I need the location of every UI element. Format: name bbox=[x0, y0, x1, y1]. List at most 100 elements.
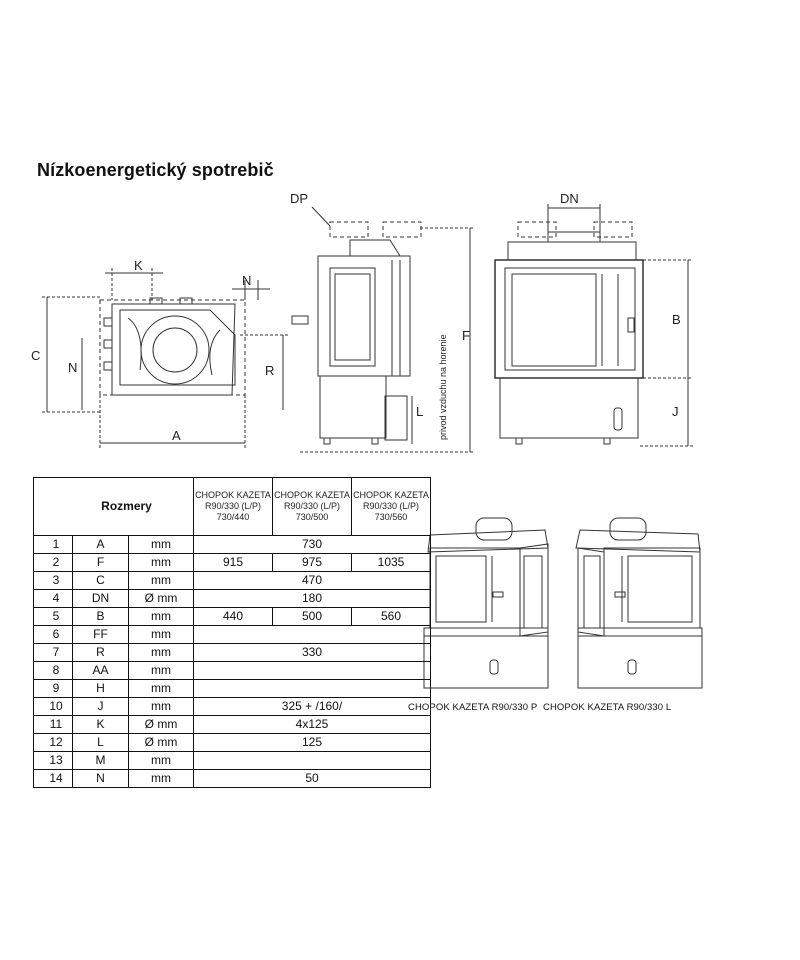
row-unit: mm bbox=[128, 751, 194, 770]
row-number: 12 bbox=[33, 733, 73, 752]
row-value: 975 bbox=[272, 553, 352, 572]
table-row: 10 J mm 325 + /160/ bbox=[33, 697, 431, 716]
row-symbol: DN bbox=[72, 589, 129, 608]
dimensions-table: Rozmery CHOPOK KAZETA R90/330 (L/P) 730/… bbox=[33, 477, 431, 788]
air-supply-label: privod vzduchu na horenie bbox=[438, 334, 448, 440]
table-row: 12 L Ø mm 125 bbox=[33, 733, 431, 752]
table-header-row: Rozmery CHOPOK KAZETA R90/330 (L/P) 730/… bbox=[33, 477, 431, 536]
table-header-label: Rozmery bbox=[33, 477, 194, 536]
row-value: 125 bbox=[193, 733, 431, 752]
row-unit: mm bbox=[128, 697, 194, 716]
row-value: 500 bbox=[272, 607, 352, 626]
row-symbol: AA bbox=[72, 661, 129, 680]
row-unit: mm bbox=[128, 571, 194, 590]
row-value: 180 bbox=[193, 589, 431, 608]
label-n-top: N bbox=[242, 273, 251, 288]
table-row: 7 R mm 330 bbox=[33, 643, 431, 662]
row-number: 14 bbox=[33, 769, 73, 788]
row-value: 1035 bbox=[351, 553, 431, 572]
row-symbol: R bbox=[72, 643, 129, 662]
row-value: 730 bbox=[193, 535, 431, 554]
row-value bbox=[193, 751, 431, 770]
row-unit: Ø mm bbox=[128, 733, 194, 752]
label-n-left: N bbox=[68, 360, 77, 375]
table-row: 4 DN Ø mm 180 bbox=[33, 589, 431, 608]
row-symbol: M bbox=[72, 751, 129, 770]
row-unit: Ø mm bbox=[128, 589, 194, 608]
row-value bbox=[193, 661, 431, 680]
table-row: 11 K Ø mm 4x125 bbox=[33, 715, 431, 734]
row-value: 440 bbox=[193, 607, 273, 626]
top-view-drawing: K N C N R A bbox=[31, 258, 290, 448]
label-b: B bbox=[672, 312, 681, 327]
row-symbol: A bbox=[72, 535, 129, 554]
row-number: 11 bbox=[33, 715, 73, 734]
row-number: 6 bbox=[33, 625, 73, 644]
label-dp: DP bbox=[290, 191, 308, 206]
table-row: 13 M mm bbox=[33, 751, 431, 770]
row-unit: mm bbox=[128, 643, 194, 662]
row-unit: mm bbox=[128, 679, 194, 698]
row-value: 915 bbox=[193, 553, 273, 572]
row-symbol: L bbox=[72, 733, 129, 752]
row-symbol: B bbox=[72, 607, 129, 626]
product-illustration-p bbox=[423, 517, 549, 689]
table-row: 5 B mm 440 500 560 bbox=[33, 607, 431, 626]
label-dn: DN bbox=[560, 191, 579, 206]
table-row: 1 A mm 730 bbox=[33, 535, 431, 554]
row-unit: mm bbox=[128, 607, 194, 626]
row-number: 4 bbox=[33, 589, 73, 608]
label-c: C bbox=[31, 348, 40, 363]
label-j: J bbox=[672, 404, 679, 419]
front-view-drawing: DN B J bbox=[494, 191, 693, 447]
product-illustration-l bbox=[575, 517, 703, 689]
row-number: 3 bbox=[33, 571, 73, 590]
row-number: 2 bbox=[33, 553, 73, 572]
row-symbol: N bbox=[72, 769, 129, 788]
row-value: 325 + /160/ bbox=[193, 697, 431, 716]
row-number: 7 bbox=[33, 643, 73, 662]
row-unit: Ø mm bbox=[128, 715, 194, 734]
row-value: 4x125 bbox=[193, 715, 431, 734]
row-value: 560 bbox=[351, 607, 431, 626]
page-title: Nízkoenergetický spotrebič bbox=[37, 160, 274, 180]
row-value bbox=[193, 679, 431, 698]
label-a: A bbox=[172, 428, 181, 443]
row-unit: mm bbox=[128, 769, 194, 788]
row-symbol: H bbox=[72, 679, 129, 698]
table-row: 9 H mm bbox=[33, 679, 431, 698]
table-row: 3 C mm 470 bbox=[33, 571, 431, 590]
table-row: 6 FF mm bbox=[33, 625, 431, 644]
row-number: 8 bbox=[33, 661, 73, 680]
row-number: 9 bbox=[33, 679, 73, 698]
row-unit: mm bbox=[128, 661, 194, 680]
row-number: 13 bbox=[33, 751, 73, 770]
row-value: 50 bbox=[193, 769, 431, 788]
caption-left-product: CHOPOK KAZETA R90/330 L bbox=[543, 702, 672, 713]
row-symbol: FF bbox=[72, 625, 129, 644]
row-unit: mm bbox=[128, 553, 194, 572]
side-view-drawing: DP F L privod vzduchu na horenie bbox=[290, 191, 475, 453]
row-unit: mm bbox=[128, 625, 194, 644]
table-row: 14 N mm 50 bbox=[33, 769, 431, 788]
row-symbol: F bbox=[72, 553, 129, 572]
row-value: 470 bbox=[193, 571, 431, 590]
row-number: 10 bbox=[33, 697, 73, 716]
label-l: L bbox=[416, 404, 423, 419]
row-symbol: J bbox=[72, 697, 129, 716]
column-header: CHOPOK KAZETA R90/330 (L/P) 730/500 bbox=[272, 477, 352, 536]
column-header: CHOPOK KAZETA R90/330 (L/P) 730/440 bbox=[193, 477, 273, 536]
caption-right-product: CHOPOK KAZETA R90/330 P bbox=[408, 702, 538, 713]
label-r: R bbox=[265, 363, 274, 378]
table-row: 8 AA mm bbox=[33, 661, 431, 680]
table-row: 2 F mm 915 975 1035 bbox=[33, 553, 431, 572]
row-value: 330 bbox=[193, 643, 431, 662]
row-symbol: K bbox=[72, 715, 129, 734]
row-value bbox=[193, 625, 431, 644]
label-k: K bbox=[134, 258, 143, 273]
row-number: 1 bbox=[33, 535, 73, 554]
label-f: F bbox=[462, 328, 470, 343]
row-unit: mm bbox=[128, 535, 194, 554]
column-header: CHOPOK KAZETA R90/330 (L/P) 730/560 bbox=[351, 477, 431, 536]
